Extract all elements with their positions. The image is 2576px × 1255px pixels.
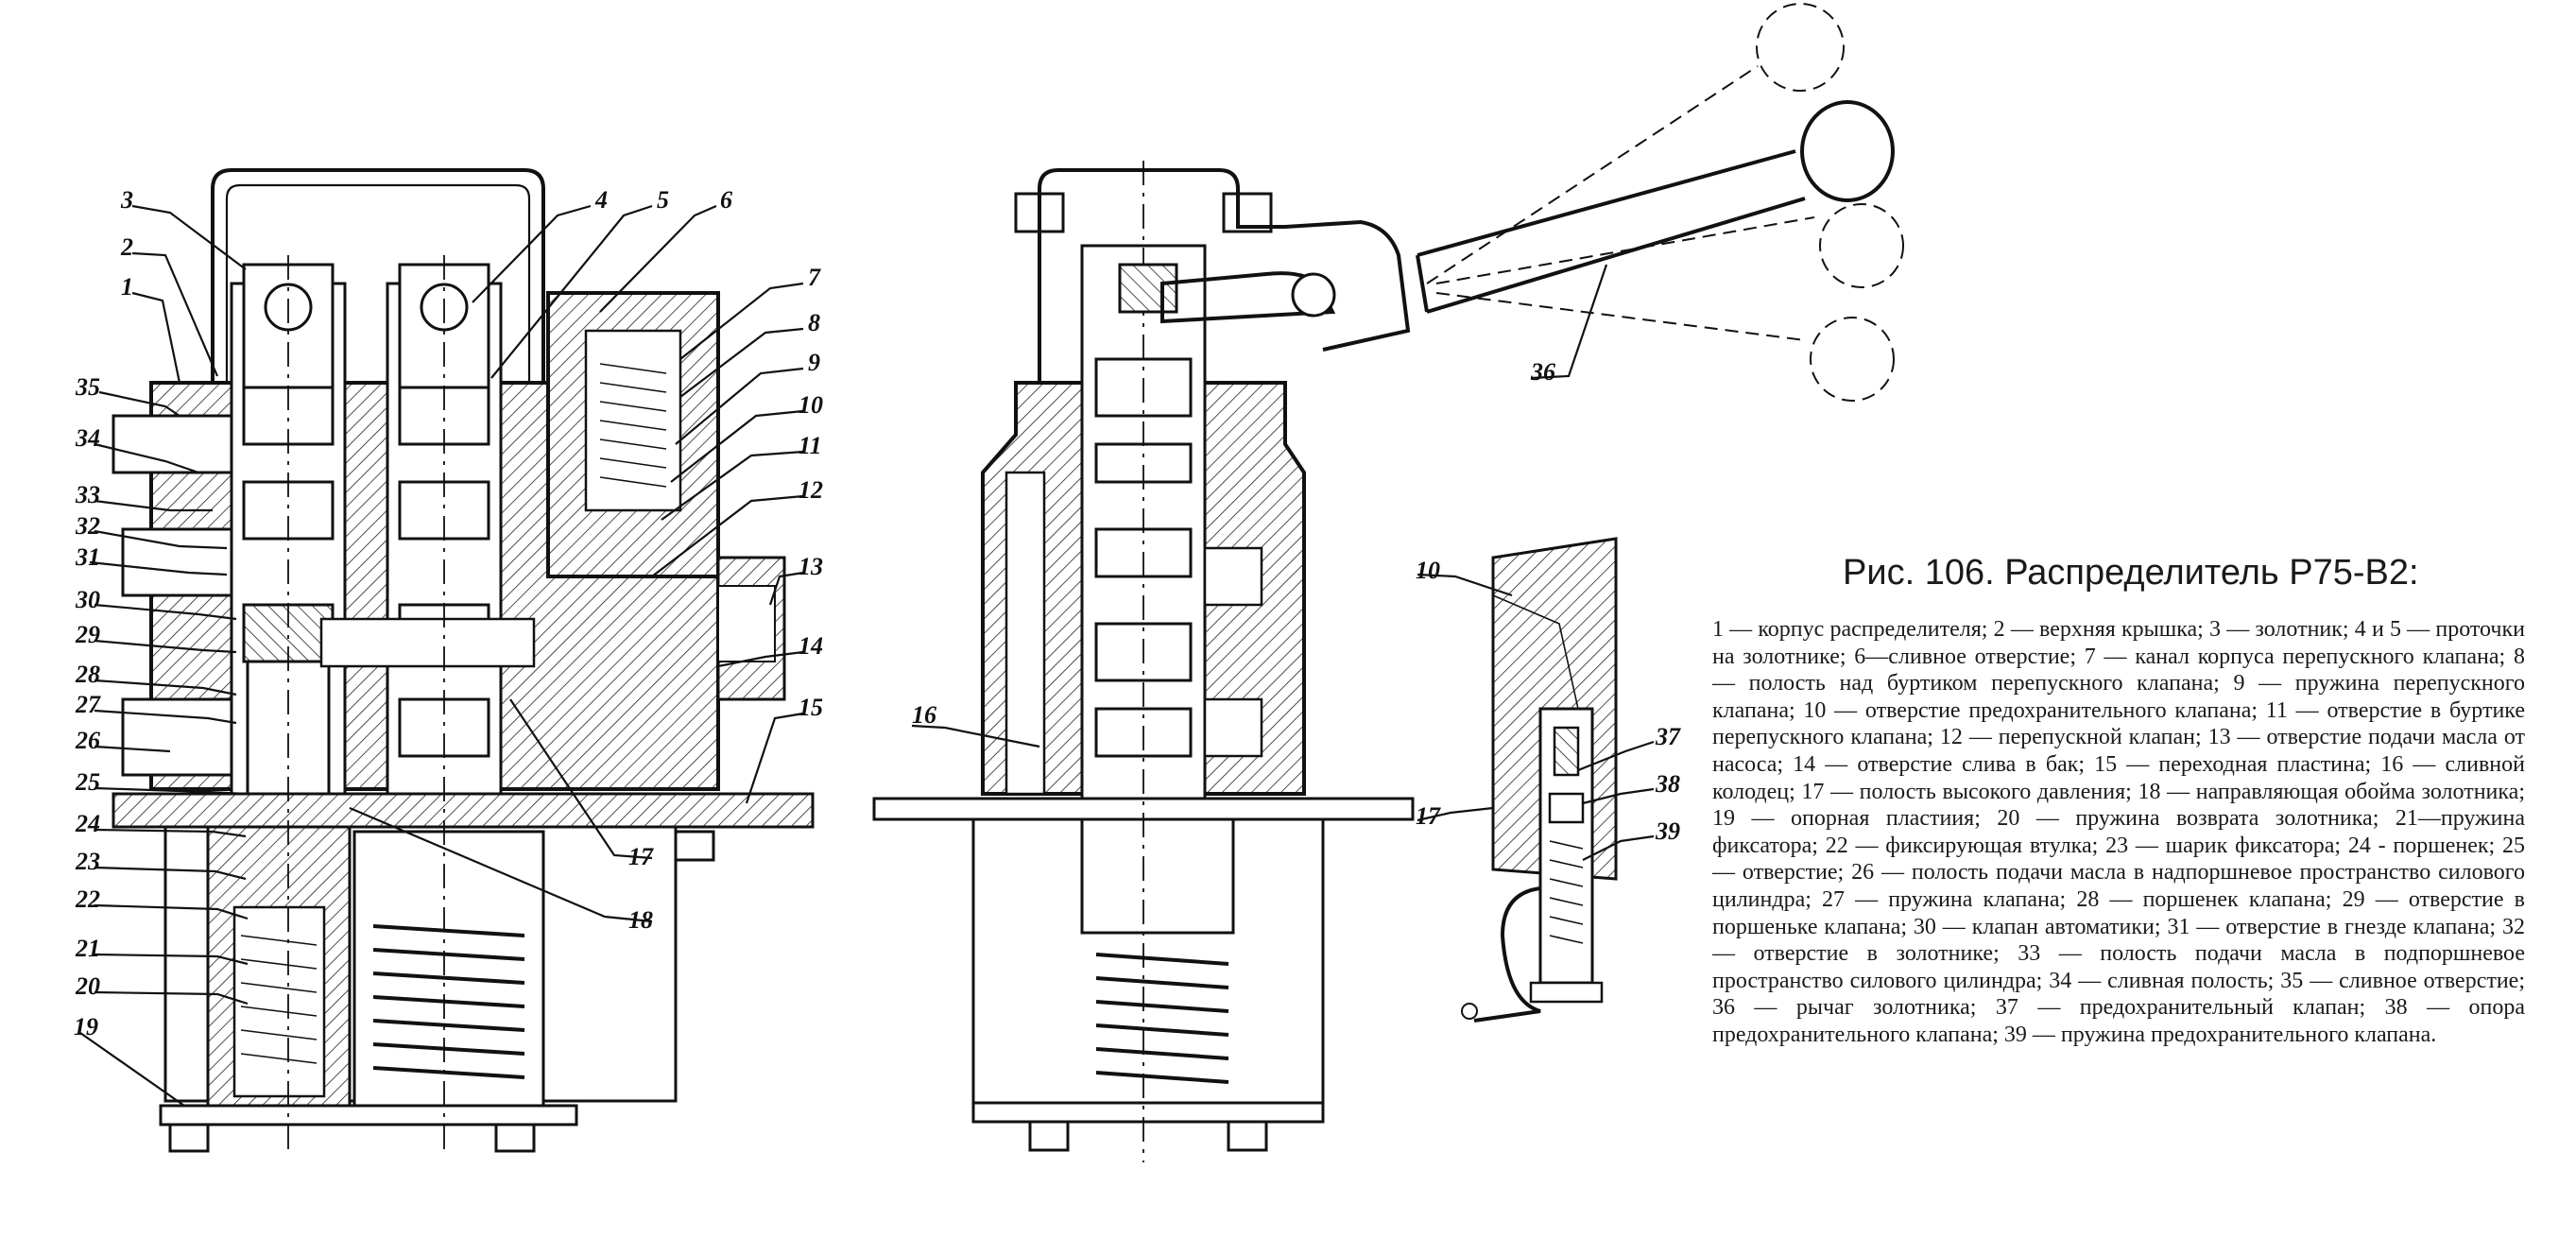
callout-17: 17	[628, 843, 654, 870]
callout-27: 27	[75, 691, 101, 718]
callout-26: 26	[75, 727, 100, 754]
callout-12: 12	[799, 476, 823, 504]
callout-6: 6	[720, 186, 732, 214]
left-section-view: 3 2 1 35 34 33 32 31 30 29 28 27 26 25 2…	[74, 168, 823, 1153]
callout-18: 18	[628, 906, 653, 934]
callout-29: 29	[75, 621, 100, 648]
callout-31: 31	[75, 543, 100, 571]
callout-30: 30	[75, 586, 100, 613]
callout-3: 3	[120, 186, 133, 214]
callout-35: 35	[75, 373, 100, 401]
callout-36: 36	[1530, 358, 1555, 386]
callout-16: 16	[912, 701, 936, 729]
callout-1: 1	[121, 273, 133, 301]
callout-19: 19	[74, 1013, 98, 1040]
return-spring	[352, 830, 545, 1108]
callout-8: 8	[808, 309, 820, 336]
callout-39: 39	[1655, 817, 1680, 845]
callout-detail-17: 17	[1416, 802, 1441, 830]
callout-9: 9	[808, 349, 820, 376]
callout-38: 38	[1655, 770, 1680, 798]
callout-10: 10	[799, 391, 823, 419]
callout-20: 20	[75, 972, 100, 1000]
callout-37: 37	[1655, 723, 1681, 750]
callout-24: 24	[75, 810, 100, 837]
callout-33: 33	[75, 481, 100, 508]
callout-22: 22	[75, 885, 100, 913]
callout-13: 13	[799, 553, 823, 580]
spool-lever	[1416, 149, 1806, 314]
callout-25: 25	[75, 768, 100, 796]
callout-4: 4	[594, 186, 608, 214]
callout-28: 28	[75, 661, 100, 688]
figure-title: Рис. 106. Распределитель Р75-В2:	[1843, 553, 2419, 593]
figure-legend: 1 — корпус распределителя; 2 — верхняя к…	[1712, 617, 2525, 1047]
callout-14: 14	[799, 632, 823, 660]
safety-valve-detail: 10 17 37 38 39	[1416, 537, 1681, 1023]
callout-32: 32	[75, 512, 100, 540]
callout-2: 2	[120, 233, 133, 261]
callout-7: 7	[808, 264, 821, 291]
callout-detail-10: 10	[1416, 557, 1440, 584]
callout-5: 5	[657, 186, 669, 214]
middle-section-view: 16 36	[872, 3, 1904, 1162]
callout-15: 15	[799, 694, 823, 721]
callout-23: 23	[75, 848, 100, 875]
callout-34: 34	[75, 424, 100, 452]
callout-21: 21	[75, 935, 100, 962]
top-cover	[211, 168, 545, 383]
callout-11: 11	[799, 432, 822, 459]
transfer-plate	[112, 792, 815, 829]
